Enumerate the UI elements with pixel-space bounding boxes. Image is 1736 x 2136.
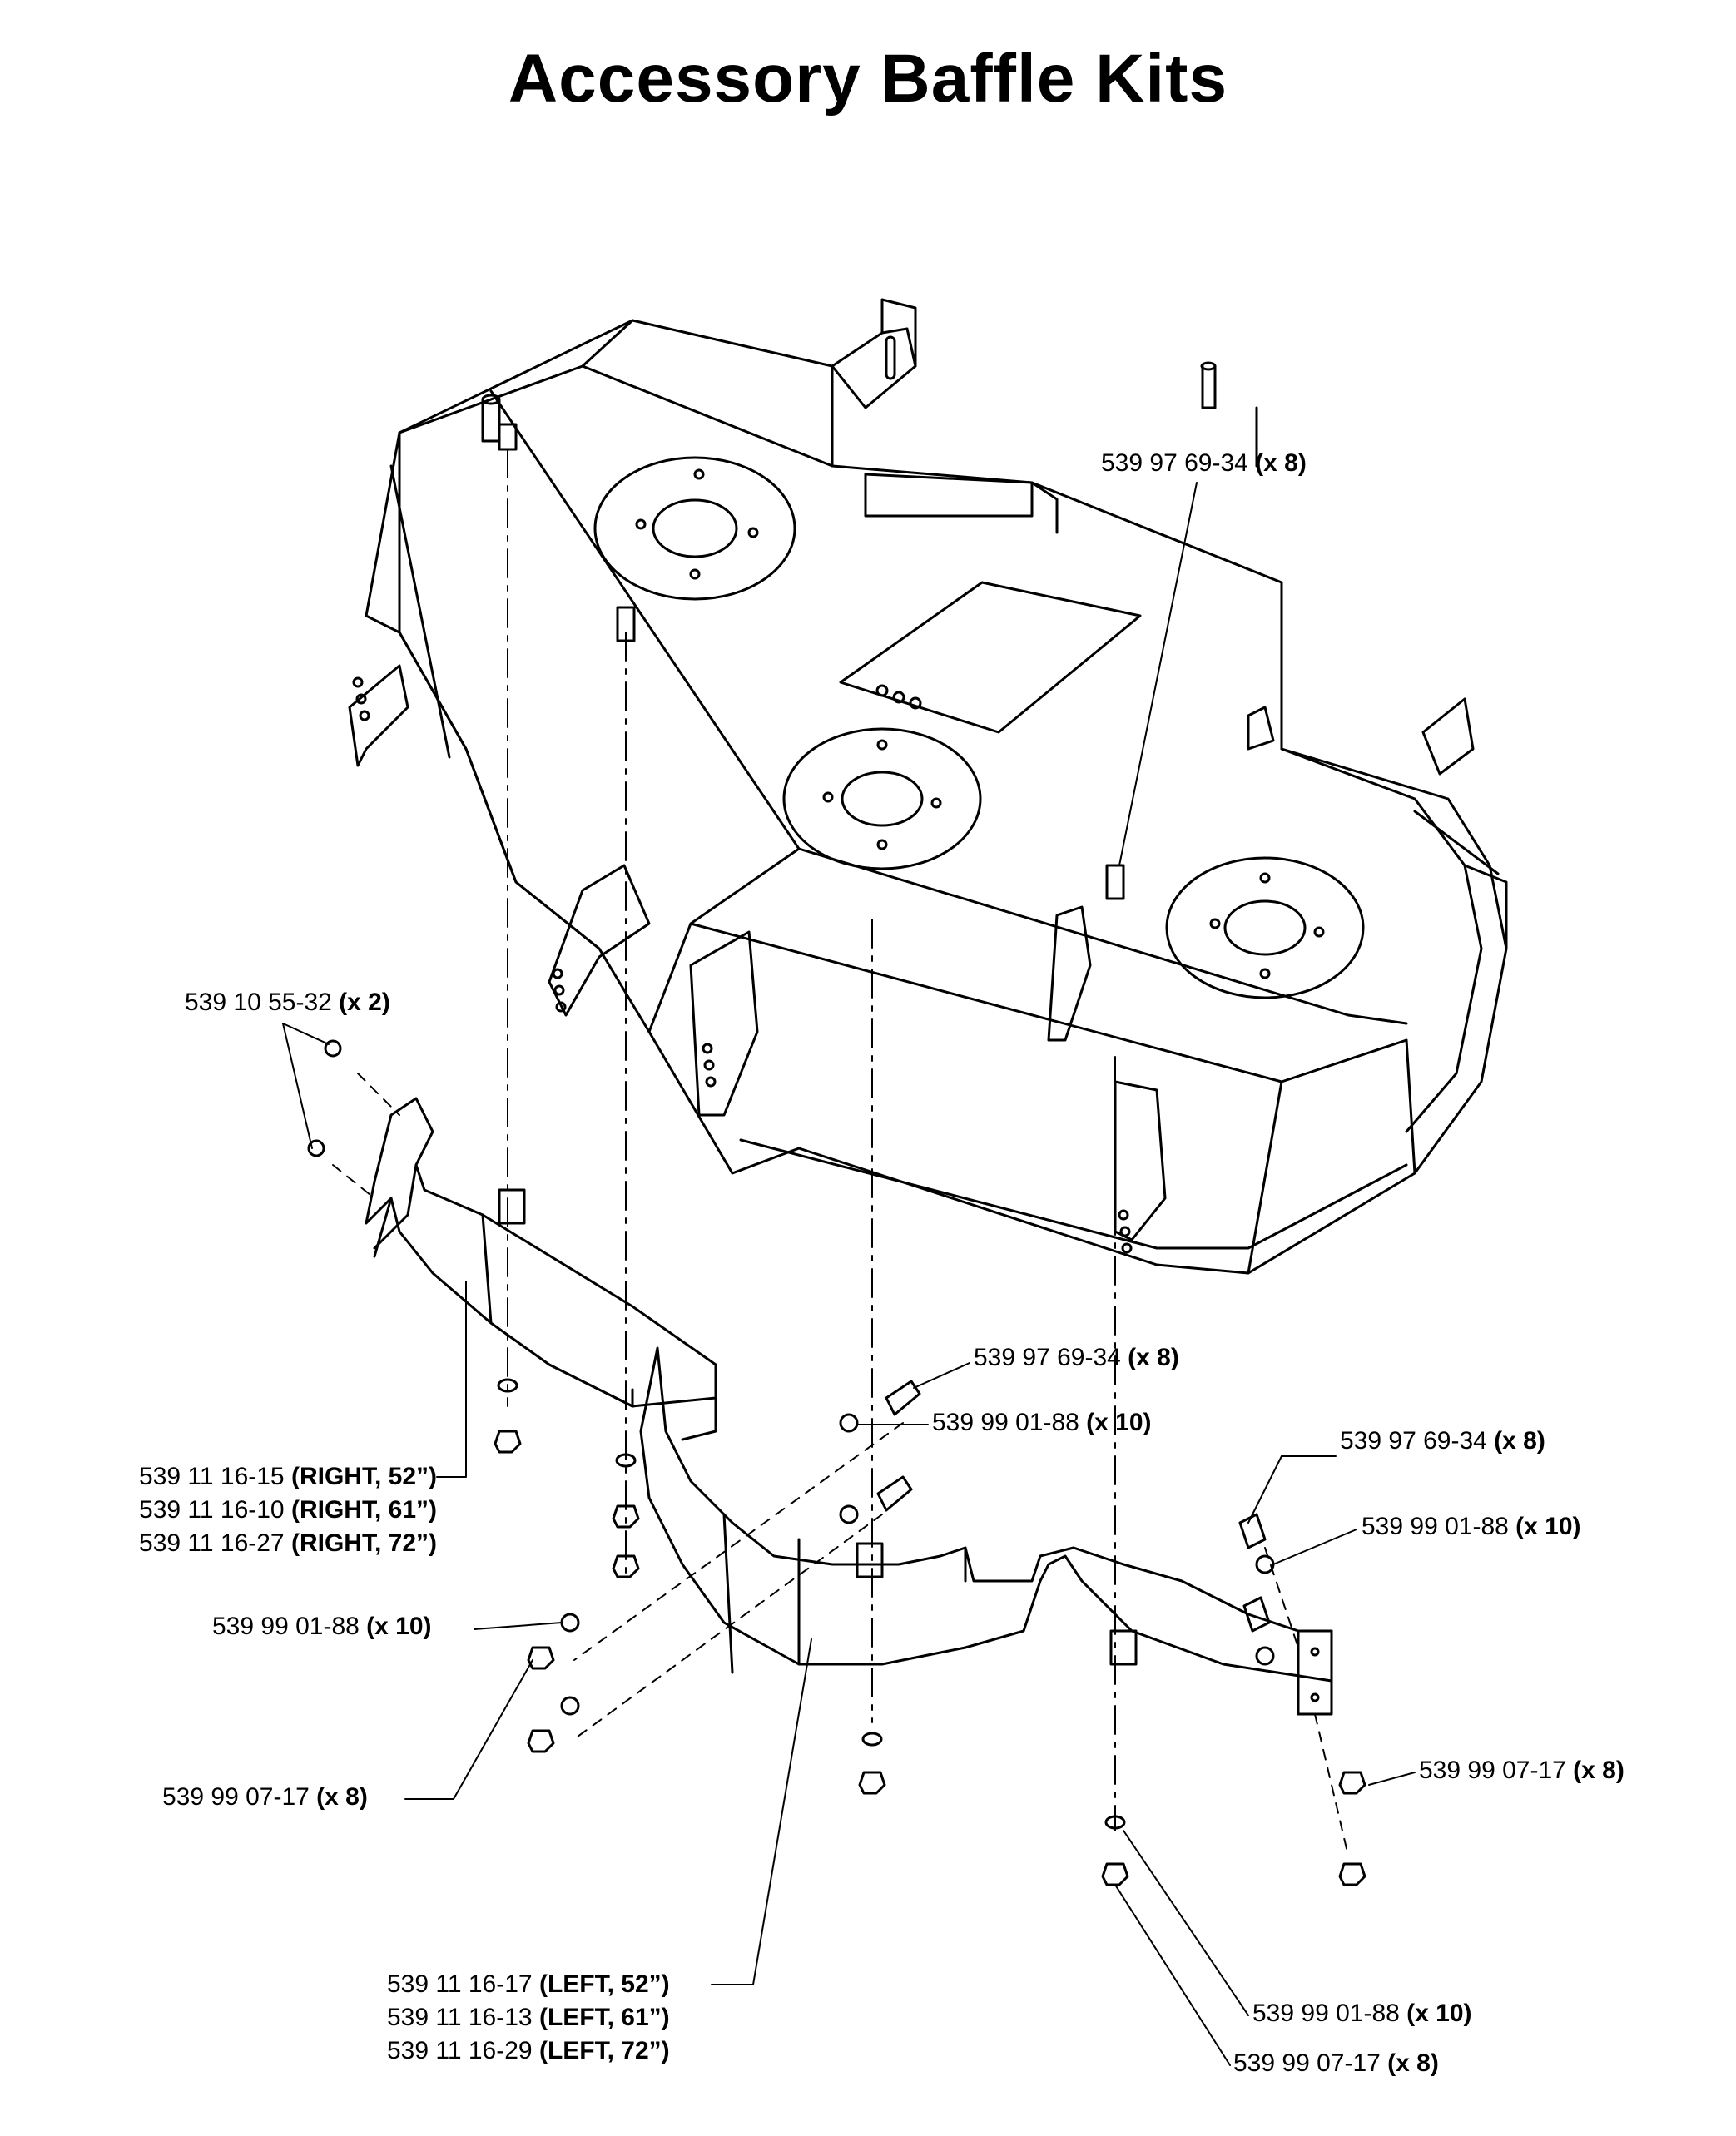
callout-washer-right: 539 99 01-88 (x 10) bbox=[1362, 1513, 1581, 1540]
callout-left-baffle-group: 539 11 16-17 (LEFT, 52”) 539 11 16-13 (L… bbox=[387, 1968, 670, 2068]
callout-baffle-bolt-left: 539 10 55-32 (x 2) bbox=[185, 989, 390, 1016]
left-baffle-tab-1 bbox=[856, 1542, 884, 1578]
assembly-lines bbox=[507, 449, 1116, 1831]
right-baffle-tab bbox=[498, 1188, 526, 1225]
callout-bolt-top: 539 97 69-34 (x 8) bbox=[1101, 449, 1307, 477]
callout-nut-right: 539 99 07-17 (x 8) bbox=[1419, 1757, 1624, 1784]
right-baffle-part-61: 539 11 16-10 (RIGHT, 61”) bbox=[139, 1496, 437, 1524]
right-baffle bbox=[365, 1097, 717, 1441]
callout-bolt-right: 539 97 69-34 (x 8) bbox=[1340, 1427, 1545, 1455]
left-baffle-tab-2 bbox=[1109, 1629, 1138, 1666]
callout-nut-bottom: 539 99 07-17 (x 8) bbox=[1233, 2049, 1439, 2077]
left-baffle bbox=[639, 1346, 1333, 1716]
spindle-plate-center bbox=[782, 727, 982, 870]
leader-lines bbox=[282, 482, 1416, 2066]
mower-deck bbox=[348, 298, 1508, 1275]
left-baffle-part-52: 539 11 16-17 (LEFT, 52”) bbox=[387, 1970, 670, 1998]
spindle-plate-left bbox=[593, 456, 796, 601]
callout-bolt-mid: 539 97 69-34 (x 8) bbox=[974, 1344, 1179, 1371]
page-title: Accessory Baffle Kits bbox=[508, 41, 1228, 116]
callout-washer-bottom: 539 99 01-88 (x 10) bbox=[1252, 2000, 1472, 2027]
callout-nut-left: 539 99 07-17 (x 8) bbox=[162, 1783, 368, 1811]
callout-washer-left: 539 99 01-88 (x 10) bbox=[212, 1613, 432, 1640]
callout-washer-mid: 539 99 01-88 (x 10) bbox=[932, 1409, 1152, 1436]
left-baffle-part-61: 539 11 16-13 (LEFT, 61”) bbox=[387, 2004, 670, 2031]
spindle-plate-right bbox=[1165, 856, 1365, 999]
hardware bbox=[307, 423, 1366, 1886]
left-baffle-part-72: 539 11 16-29 (LEFT, 72”) bbox=[387, 2037, 670, 2064]
right-baffle-part-52: 539 11 16-15 (RIGHT, 52”) bbox=[139, 1463, 437, 1490]
callout-right-baffle-group: 539 11 16-15 (RIGHT, 52”) 539 11 16-10 (… bbox=[58, 1460, 437, 1560]
right-baffle-part-72: 539 11 16-27 (RIGHT, 72”) bbox=[139, 1529, 437, 1557]
